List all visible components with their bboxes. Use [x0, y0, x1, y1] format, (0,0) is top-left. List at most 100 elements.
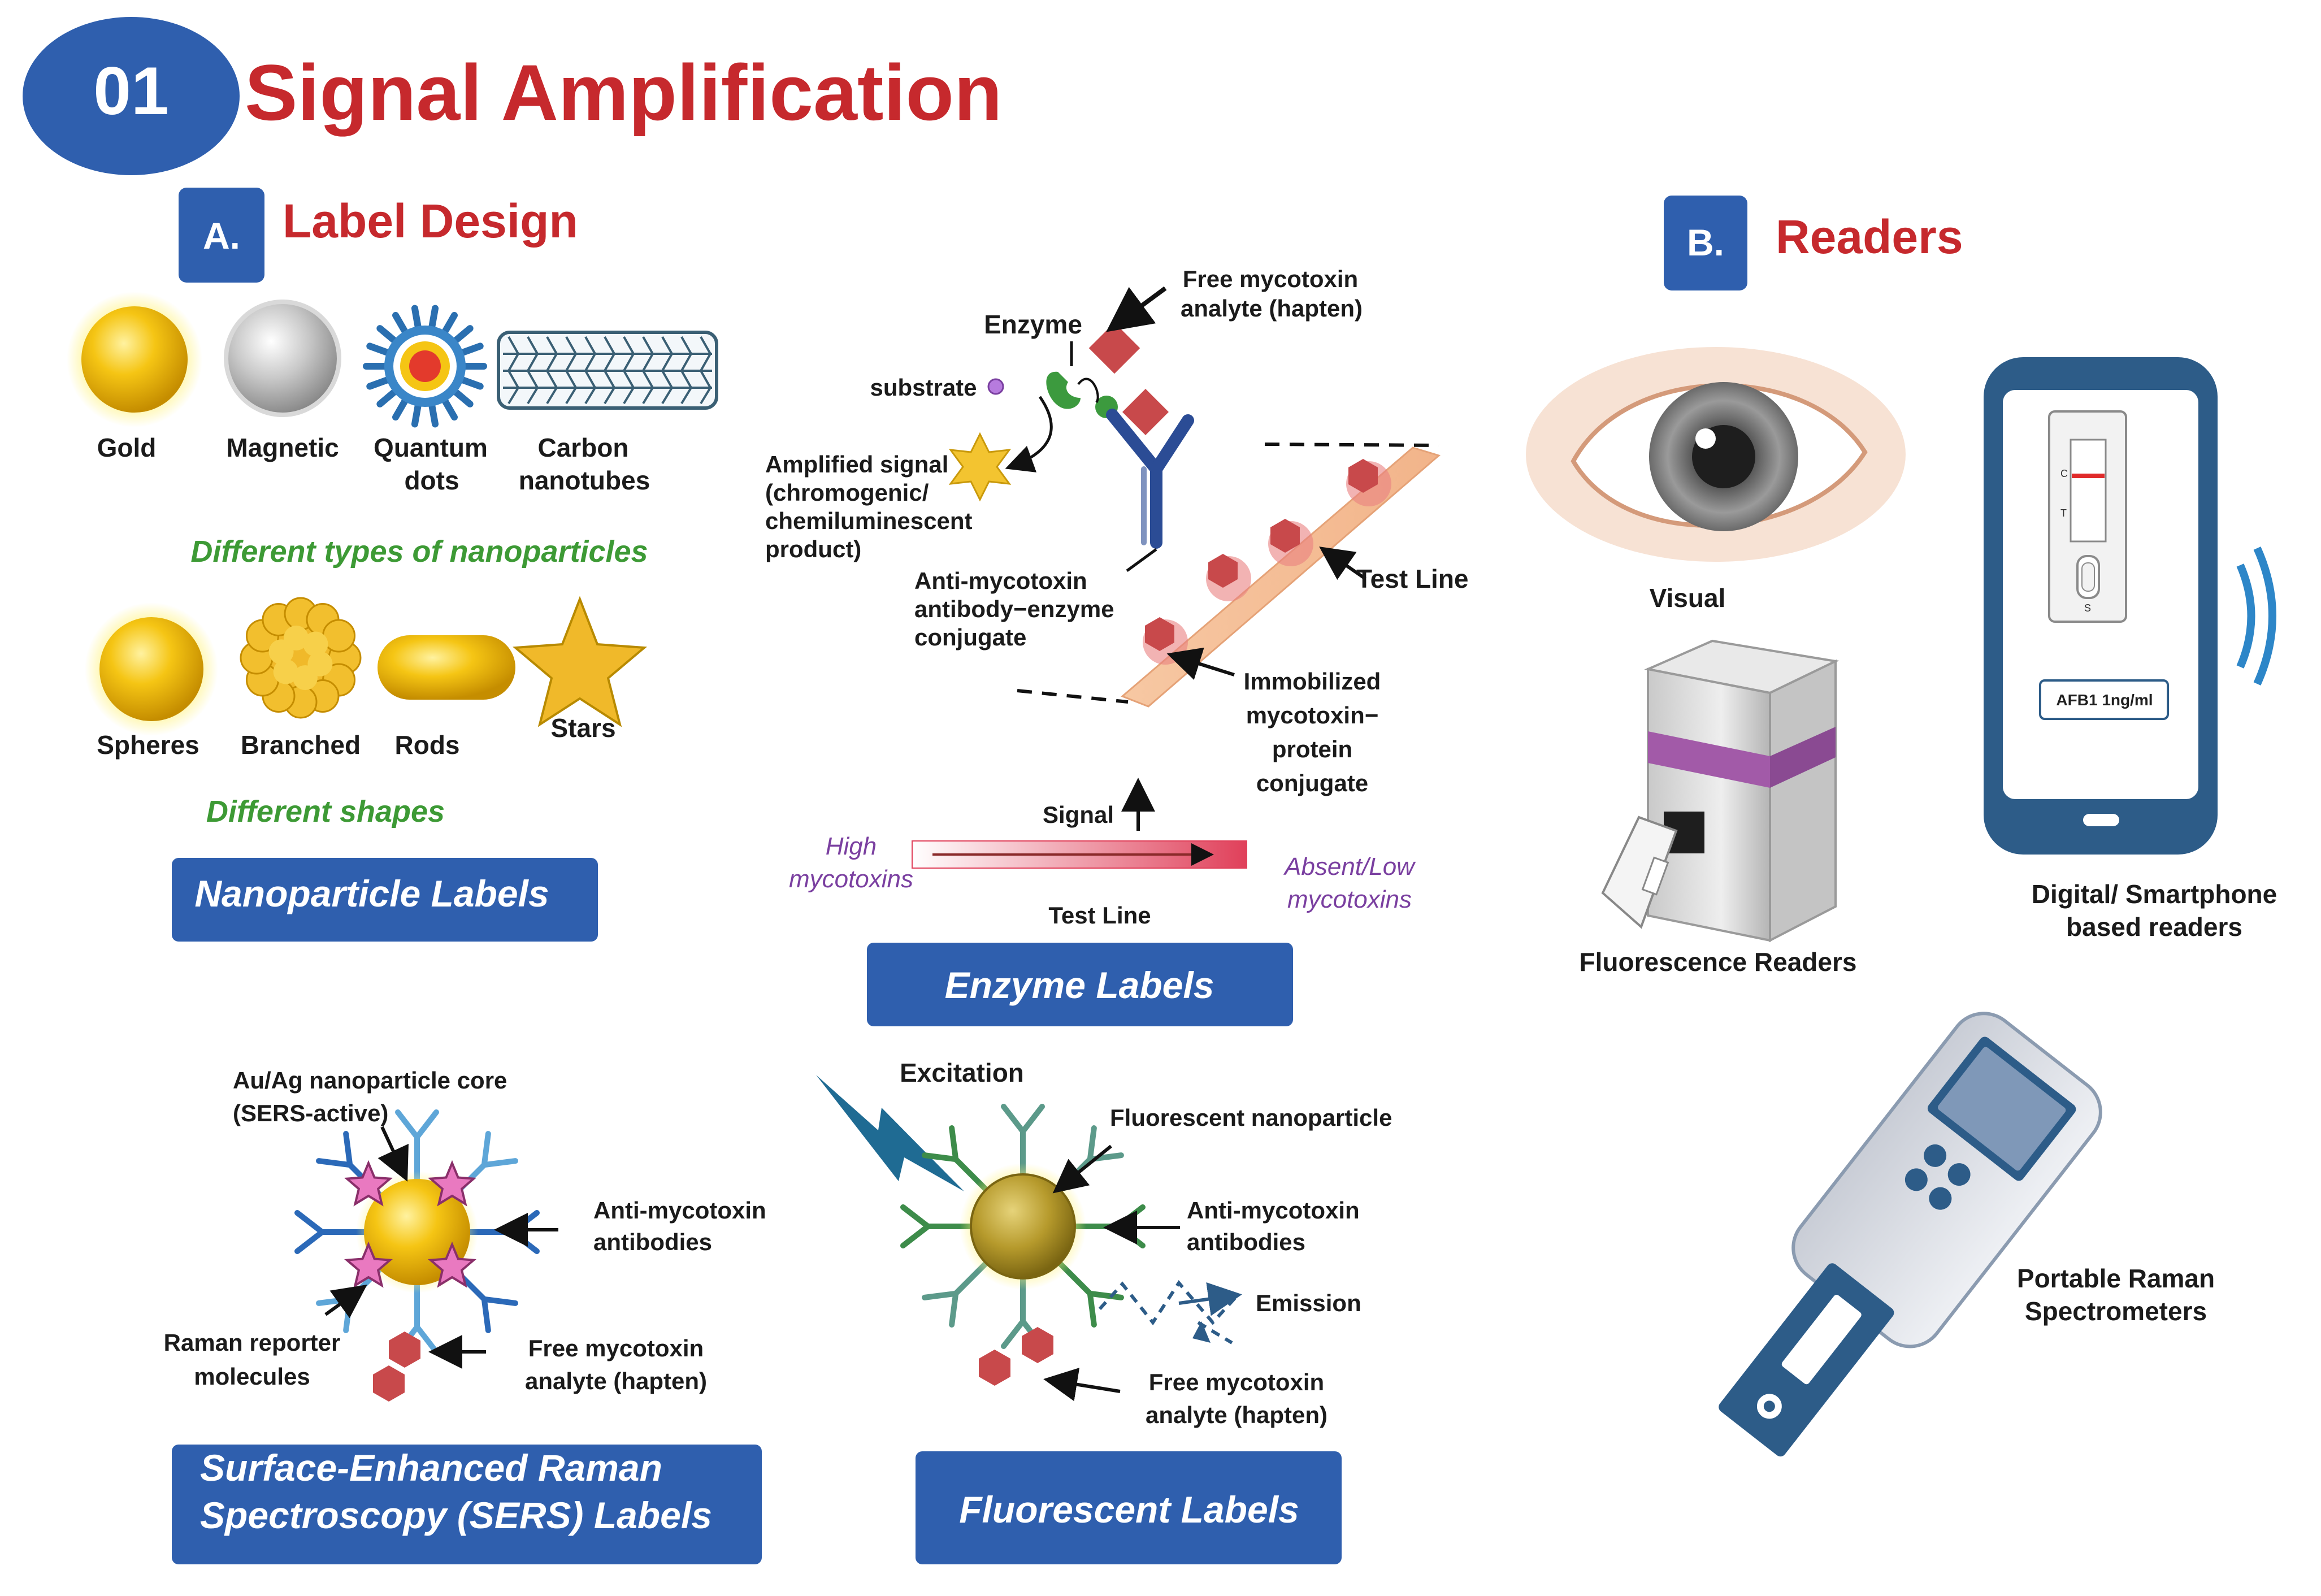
raman-reporter-star — [344, 1241, 393, 1288]
immobilized-3: protein — [1272, 736, 1352, 762]
header-number-badge — [23, 17, 240, 175]
fluorescent-labels-box: Fluorescent Labels — [916, 1451, 1342, 1564]
sphere-icon — [99, 617, 203, 721]
amplified-2: (chromogenic/ — [765, 479, 929, 506]
antibody-arm — [1087, 1125, 1097, 1163]
star-icon — [512, 596, 648, 727]
antibody-arm — [900, 1204, 931, 1229]
sers-labels-text-1: Surface-Enhanced Raman — [200, 1447, 662, 1489]
antibody-arm — [343, 1296, 353, 1333]
antibody-1: Anti-mycotoxin — [914, 567, 1087, 594]
branched-lobe — [303, 631, 328, 657]
wifi-signal-icon — [2236, 563, 2255, 669]
sers-free-1: Free mycotoxin — [528, 1335, 704, 1361]
raman-label-2: Spectrometers — [2025, 1296, 2207, 1326]
substrate-label: substrate — [870, 374, 977, 401]
antibody-arm — [316, 1158, 353, 1168]
antibody-arm — [294, 1229, 325, 1254]
sers-reporter-2: molecules — [194, 1363, 310, 1390]
nanoparticle-labels-text: Nanoparticle Labels — [194, 873, 549, 914]
fluor-antibodies-2: antibodies — [1187, 1229, 1305, 1255]
signal-label: Signal — [1043, 801, 1114, 828]
strip-mycotoxin-hex — [1270, 519, 1300, 553]
shapes-caption: Different shapes — [206, 795, 445, 829]
immobilized-2: mycotoxin− — [1246, 702, 1379, 728]
label-spheres: Spheres — [97, 730, 199, 760]
lightning-bolt-icon — [816, 1075, 964, 1191]
fluor-free-2: analyte (hapten) — [1146, 1402, 1327, 1428]
antibody-arm — [1020, 1104, 1045, 1134]
smartphone-reader: C T S AFB1 1ng/ml Digital/ Smartphone ba… — [1984, 357, 2277, 942]
enzyme-antibody-icon — [1106, 409, 1194, 549]
sers-hapten-1 — [389, 1332, 420, 1368]
antibody-arm — [509, 1229, 540, 1254]
enzyme-free-mycotoxin-2: analyte (hapten) — [1181, 295, 1363, 322]
fluor-hapten-2 — [979, 1350, 1010, 1386]
strip-mycotoxin-hex — [1208, 554, 1238, 588]
qd-ligand — [458, 342, 484, 357]
qd-ligand — [428, 305, 439, 331]
enzyme-free-mycotoxin-1: Free mycotoxin — [1183, 266, 1358, 292]
label-nanotubes: nanotubes — [519, 466, 650, 495]
antibody-arm — [414, 1109, 439, 1140]
qd-ligand — [411, 401, 422, 428]
sers-core-2: (SERS-active) — [233, 1100, 388, 1126]
qd-ligand — [441, 311, 458, 336]
enzyme-icon — [1046, 371, 1081, 409]
antibody-arm — [481, 1158, 518, 1168]
enzyme-diagram: Free mycotoxin analyte (hapten) Enzyme s… — [765, 266, 1469, 929]
fluor-free-1: Free mycotoxin — [1149, 1369, 1324, 1395]
section-b-title: Readers — [1776, 210, 1963, 263]
nanoparticle-shapes: Spheres Branched Rods Stars Different sh… — [85, 596, 648, 829]
gold-nanoparticle-icon — [81, 306, 188, 413]
label-gold: Gold — [97, 433, 157, 462]
section-b-badge — [1664, 196, 1747, 290]
sers-reporter-1: Raman reporter — [164, 1329, 341, 1356]
fluor-np-label: Fluorescent nanoparticle — [1110, 1104, 1392, 1131]
high-2: mycotoxins — [789, 865, 913, 893]
sers-antibodies-2: antibodies — [593, 1229, 712, 1255]
label-quantum: Quantum — [374, 433, 488, 462]
antibody-arm — [922, 1290, 959, 1300]
qd-ligand — [392, 311, 409, 336]
amplified-1: Amplified signal — [765, 451, 948, 478]
strip-t-label: T — [2060, 508, 2067, 519]
free-mycotoxin-diamond — [1088, 322, 1140, 374]
visual-reader: Visual — [1526, 347, 1906, 613]
substrate-dot — [987, 378, 1004, 395]
sers-diagram: Au/Ag nanoparticle core (SERS-active) An… — [164, 1067, 766, 1402]
raman-reader: Portable Raman Spectrometers — [1719, 1012, 2215, 1457]
sers-labels-box: Surface-Enhanced Raman Spectroscopy (SER… — [172, 1445, 762, 1564]
antibody-arm — [922, 1152, 959, 1163]
carbon-nanotube-icon — [497, 331, 718, 410]
sers-hapten-2 — [373, 1365, 405, 1402]
antibody-arm — [1115, 1204, 1146, 1229]
antibody-arm — [1087, 1290, 1097, 1328]
qd-ligand — [376, 388, 398, 407]
antibody-3: conjugate — [914, 624, 1026, 650]
fluor-hapten-1 — [1022, 1327, 1053, 1363]
antibody-arm — [1001, 1104, 1026, 1134]
qd-ligand — [458, 376, 484, 390]
phone-result-text: AFB1 1ng/ml — [2056, 691, 2153, 709]
label-carbon: Carbon — [538, 433, 629, 462]
magnetic-nanoparticle-icon — [224, 300, 341, 417]
branched-lobe — [284, 625, 309, 650]
section-a-badge — [179, 188, 264, 283]
rod-icon — [378, 635, 515, 700]
antibody-arm — [294, 1210, 325, 1235]
sers-free-2: analyte (hapten) — [525, 1368, 707, 1394]
antibody-arm — [949, 1290, 959, 1328]
qd-ligand — [452, 325, 474, 345]
section-b-header: B. Readers — [1664, 196, 1963, 290]
types-caption: Different types of nanoparticles — [190, 535, 648, 569]
fluorescent-diagram: Excitation Fluorescent nanoparticle Anti… — [816, 1058, 1392, 1428]
strip-c-label: C — [2060, 468, 2068, 479]
test-line-strip — [1121, 446, 1441, 708]
raman-reporter-star — [428, 1241, 476, 1288]
label-stars: Stars — [550, 713, 615, 743]
antibody-arm — [481, 1296, 518, 1306]
sers-core-1: Au/Ag nanoparticle core — [233, 1067, 507, 1094]
label-dots: dots — [404, 466, 459, 495]
amplified-3: chemiluminescent — [765, 508, 972, 534]
